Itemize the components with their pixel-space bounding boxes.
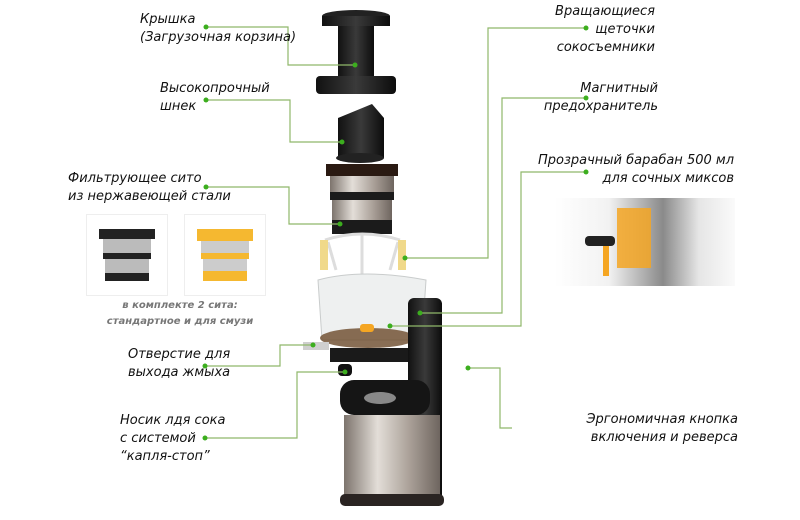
label-lid: Крышка(Загрузочная корзина) <box>140 12 297 45</box>
filters-caption: в комплекте 2 сита:стандартное и для сму… <box>106 300 254 327</box>
spout-closeup-photo <box>555 198 735 286</box>
brush-holder <box>320 232 406 275</box>
auger <box>336 104 384 163</box>
leader-lines <box>205 26 586 439</box>
juicing-drum <box>303 273 427 376</box>
lid-hopper <box>316 10 396 94</box>
smoothie-filter-photo <box>184 214 266 296</box>
motor-base <box>340 298 444 506</box>
steel-filter-photo <box>86 214 168 296</box>
filter-basket <box>326 164 398 234</box>
leader-dots <box>202 24 589 441</box>
